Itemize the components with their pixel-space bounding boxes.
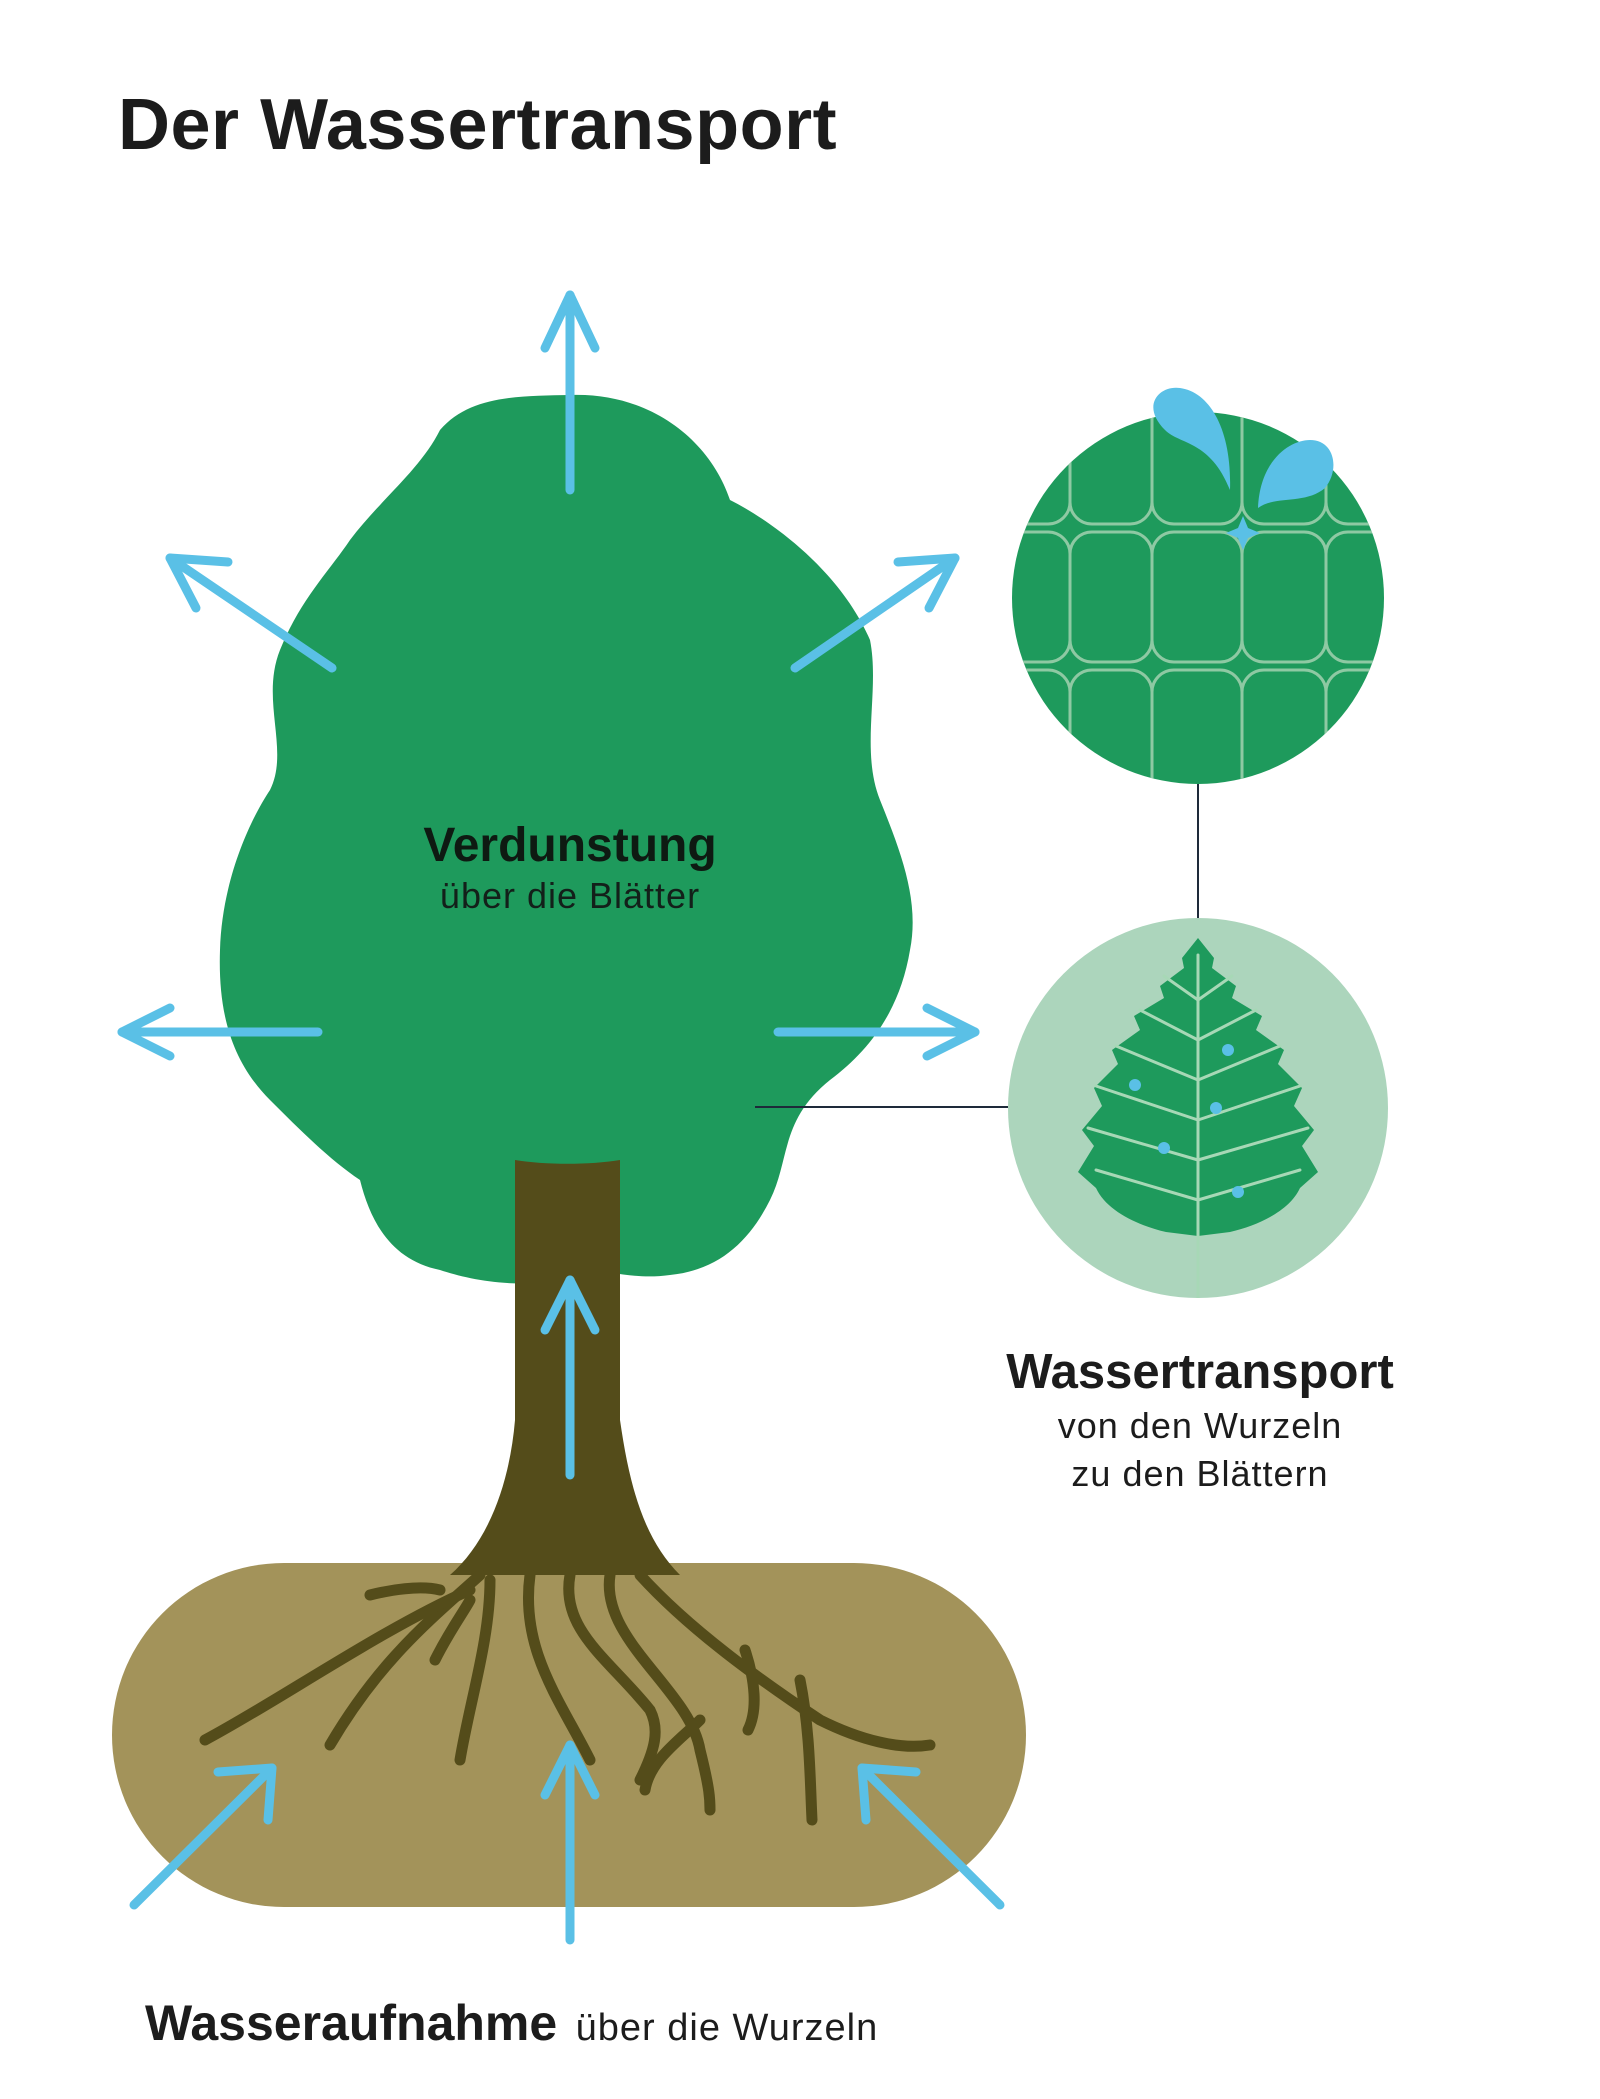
label-wassertransport: Wassertransport von den Wurzeln zu den B…	[940, 1342, 1460, 1498]
label-verdunstung: Verdunstung über die Blätter	[370, 818, 770, 918]
label-verdunstung-title: Verdunstung	[370, 818, 770, 874]
label-wassertransport-title: Wassertransport	[940, 1342, 1460, 1402]
label-wasseraufnahme: Wasseraufnahme über die Wurzeln	[145, 1994, 878, 2052]
leaf-detail-circle	[1008, 918, 1388, 1310]
label-verdunstung-sub: über die Blätter	[370, 874, 770, 918]
label-wassertransport-sub2: zu den Blättern	[940, 1450, 1460, 1498]
cell-detail-circle	[990, 388, 1406, 800]
label-wasseraufnahme-sub: über die Wurzeln	[576, 2007, 879, 2049]
label-wasseraufnahme-title: Wasseraufnahme	[145, 1995, 557, 2051]
label-wassertransport-sub1: von den Wurzeln	[940, 1402, 1460, 1450]
